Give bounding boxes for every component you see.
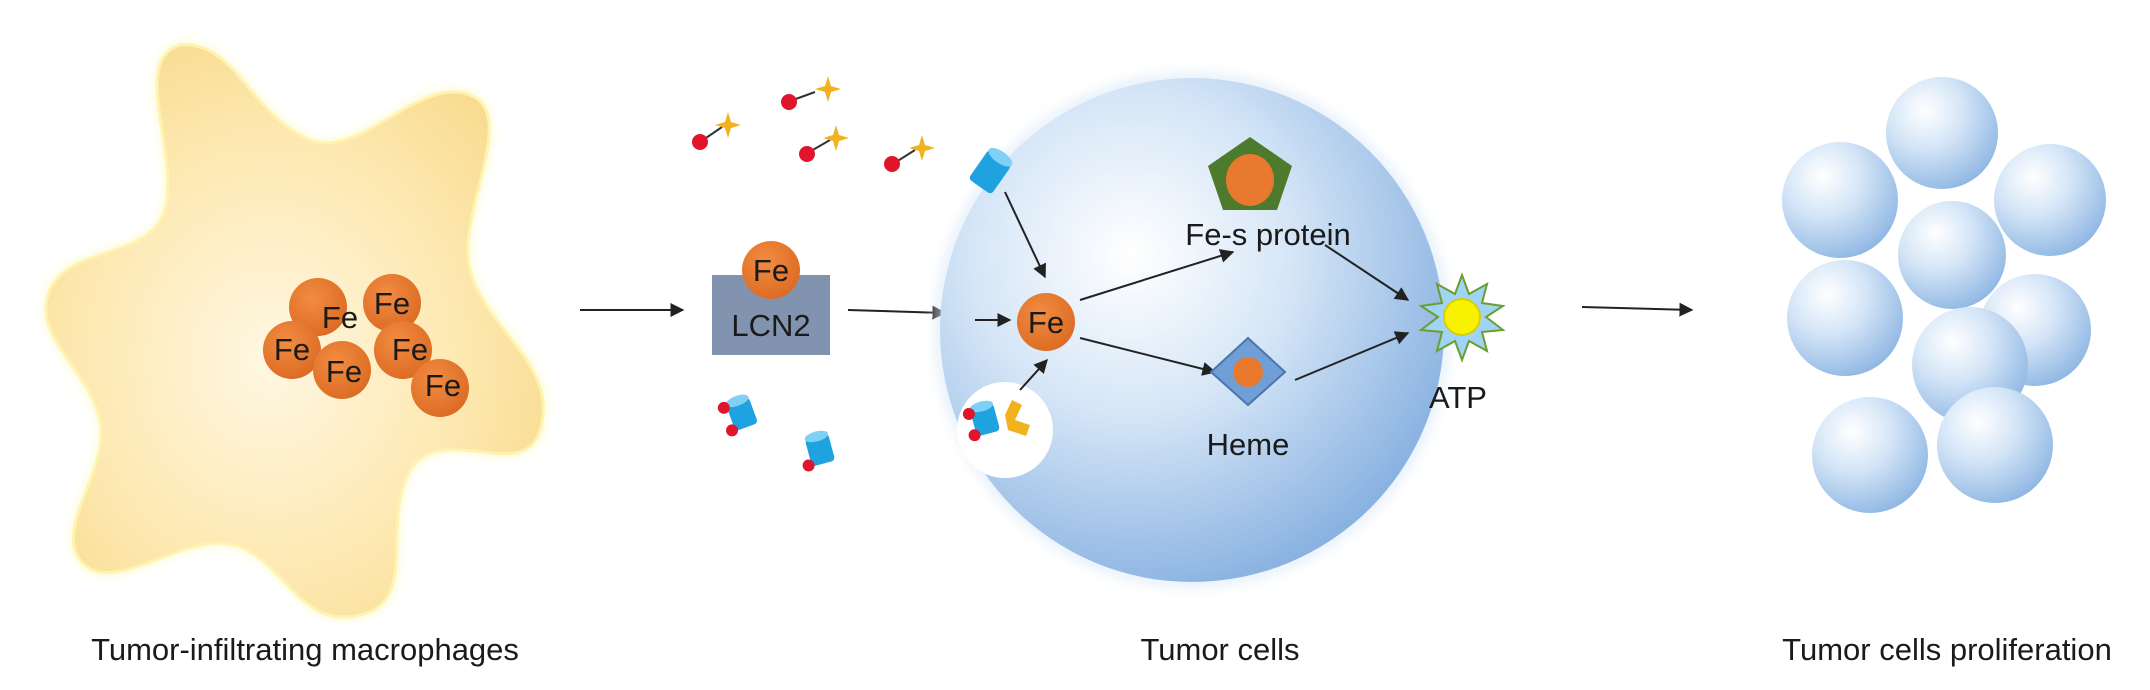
free-transporters bbox=[717, 394, 835, 472]
heme-label: Heme bbox=[1207, 427, 1290, 462]
iron-ball bbox=[374, 321, 432, 379]
transporter bbox=[717, 394, 757, 437]
iron-label: Fe bbox=[374, 286, 410, 321]
daughter-cell bbox=[1886, 77, 1998, 189]
daughter-cell bbox=[1787, 260, 1903, 376]
fes-iron-core bbox=[1226, 154, 1274, 206]
cell-iron-label: Fe bbox=[1028, 305, 1064, 340]
arrow-lcn2-to-cell bbox=[847, 305, 947, 320]
proliferation-label: Tumor cells proliferation bbox=[1782, 632, 2112, 667]
cell-iron-ball bbox=[1017, 293, 1075, 351]
transporter bbox=[802, 430, 835, 472]
macrophage: Fe Fe Fe Fe Fe Fe Tumor-infiltrating mac… bbox=[44, 43, 545, 667]
tumor-cell: Fe Fe-s protein Heme ATP Tumor cells bbox=[934, 72, 1506, 667]
iron-label: Fe bbox=[425, 368, 461, 403]
iron-ball bbox=[363, 274, 421, 332]
macrophage-label: Tumor-infiltrating macrophages bbox=[91, 632, 519, 667]
lcn2-iron-ball bbox=[742, 241, 800, 299]
arrow-notch-to-fe bbox=[1019, 358, 1048, 391]
iron-ball bbox=[313, 341, 371, 399]
daughter-cell bbox=[1898, 201, 2006, 309]
siderophores bbox=[692, 76, 935, 172]
heme: Heme bbox=[1207, 336, 1290, 462]
siderophore bbox=[884, 135, 935, 172]
daughter-cell bbox=[1994, 144, 2106, 256]
arrow-cell-to-proliferation bbox=[1581, 302, 1694, 317]
lcn2-label: LCN2 bbox=[731, 308, 810, 343]
iron-label: Fe bbox=[322, 300, 358, 335]
iron-label: Fe bbox=[392, 332, 428, 367]
iron-ball bbox=[263, 321, 321, 379]
heme-iron-core bbox=[1233, 357, 1263, 387]
lcn2-iron-label: Fe bbox=[753, 253, 789, 288]
arrow-receptor-to-fe bbox=[1004, 191, 1046, 279]
iron-cluster: Fe Fe Fe Fe Fe Fe bbox=[263, 274, 469, 417]
tumor-cells-label: Tumor cells bbox=[1140, 632, 1299, 667]
atp-core bbox=[1443, 298, 1481, 336]
daughter-cell bbox=[1782, 142, 1898, 258]
fes-protein: Fe-s protein bbox=[1185, 137, 1351, 252]
iron-ball bbox=[289, 278, 347, 336]
proliferation-cluster: Tumor cells proliferation bbox=[1782, 77, 2112, 667]
siderophore bbox=[799, 125, 849, 162]
siderophore bbox=[692, 112, 741, 150]
tumor-cell-body bbox=[940, 78, 1444, 582]
daughter-cell bbox=[1812, 397, 1928, 513]
siderophore bbox=[781, 76, 841, 110]
lcn2-complex: Fe LCN2 bbox=[712, 241, 830, 355]
atp-burst: ATP bbox=[1418, 272, 1506, 415]
iron-label: Fe bbox=[274, 332, 310, 367]
arrow-fe-to-heme bbox=[1079, 337, 1217, 376]
endocytic-notch bbox=[957, 382, 1053, 478]
arrow-fe-to-fes bbox=[1079, 249, 1235, 301]
bound-transporter bbox=[962, 400, 1030, 442]
arrow-heme-to-atp bbox=[1294, 331, 1410, 381]
arrow-fes-to-atp bbox=[1324, 244, 1410, 301]
atp-label: ATP bbox=[1429, 380, 1487, 415]
iron-label: Fe bbox=[326, 354, 362, 389]
membrane-receptor bbox=[969, 147, 1013, 194]
fes-label: Fe-s protein bbox=[1185, 217, 1350, 252]
iron-ball bbox=[411, 359, 469, 417]
daughter-cell bbox=[1937, 387, 2053, 503]
